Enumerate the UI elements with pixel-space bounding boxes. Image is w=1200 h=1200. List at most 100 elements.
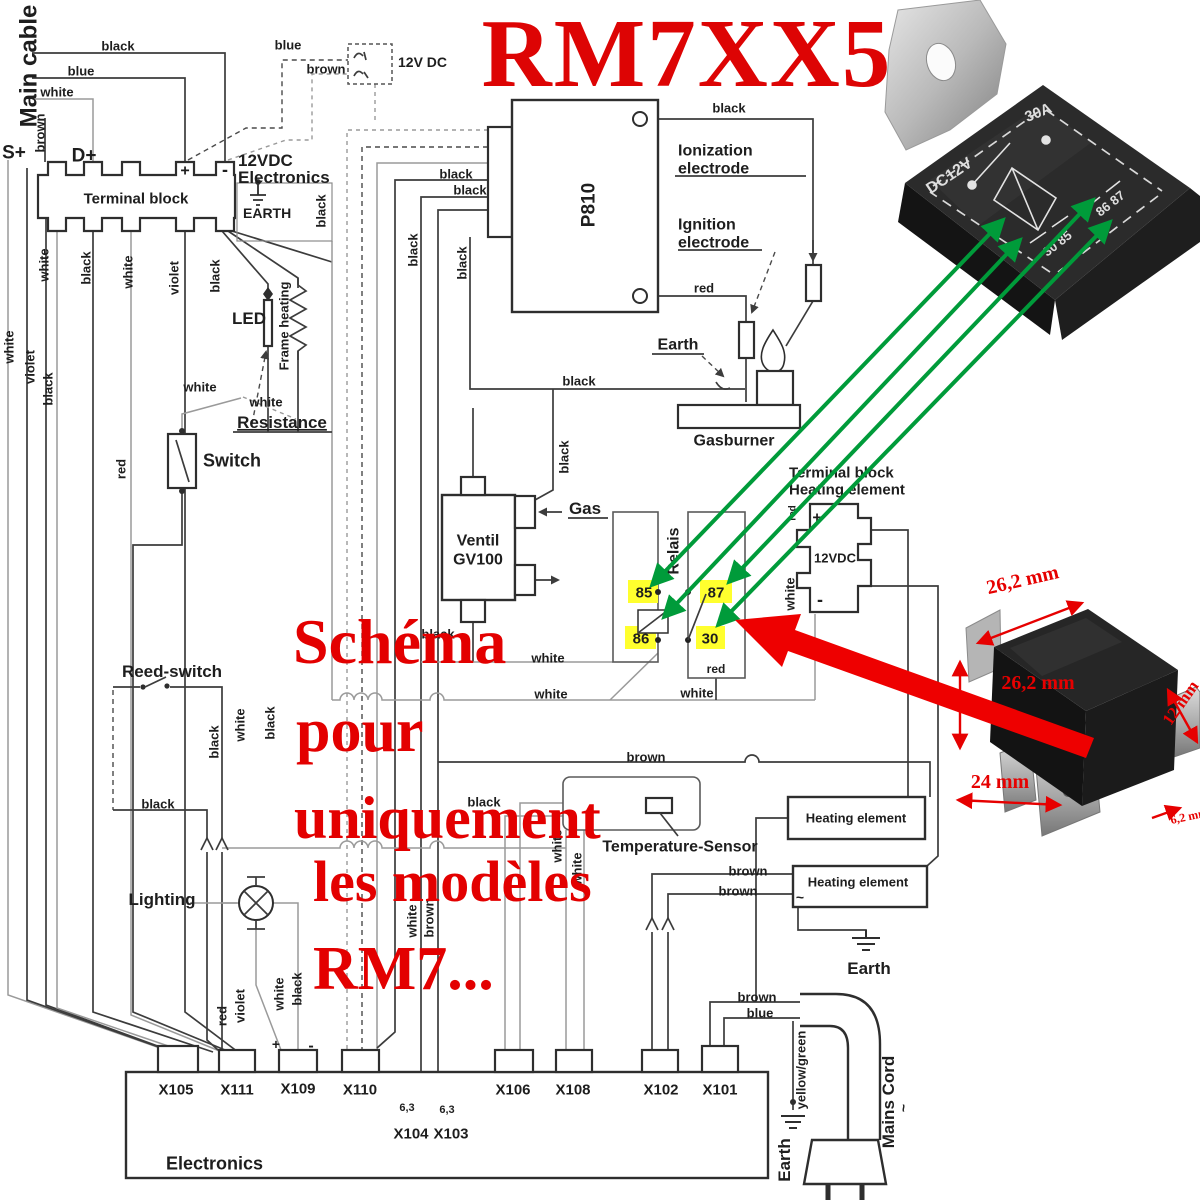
diagram-label-x103: X103 <box>433 1125 468 1142</box>
overlay-note: Schéma pour uniquement les modèles RM7..… <box>293 606 601 1003</box>
dimension-label: 24 mm <box>971 771 1030 793</box>
heating-element-1 <box>786 795 927 841</box>
p810-box <box>510 98 660 314</box>
diagram-label-brown: brown <box>33 113 48 152</box>
connector-x101 <box>700 1044 740 1074</box>
dimension-label: 26,2 mm <box>984 561 1061 599</box>
diagram-label-+: + <box>272 1036 280 1052</box>
diagram-label-white: white <box>530 651 564 666</box>
diagram-label-d+: D+ <box>72 146 97 167</box>
diagram-label-x104: X104 <box>393 1125 429 1142</box>
diagram-label-brown: brown <box>307 62 346 77</box>
diagram-label-black: black <box>208 259 223 293</box>
diagram-label-temperature-sensor: Temperature-Sensor <box>602 839 757 856</box>
diagram-label-electrode: electrode <box>678 235 749 252</box>
diagram-label-s+: S+ <box>2 143 26 164</box>
diagram-label-white: white <box>533 687 567 702</box>
temperature-sensor <box>644 796 674 815</box>
reed-switch-symbol <box>140 676 170 690</box>
connector-x110 <box>340 1048 381 1074</box>
connector-x106 <box>493 1048 535 1074</box>
diagram-label-white: white <box>233 708 248 742</box>
diagram-label-6-3: 6,3 <box>399 1102 414 1114</box>
diagram-label-brown: brown <box>719 884 758 899</box>
diagram-label-white: white <box>182 380 216 395</box>
diagram-label-black: black <box>562 374 596 389</box>
diagram-label-x105: X105 <box>158 1081 193 1098</box>
connector-x109 <box>277 1048 319 1074</box>
diagram-label-switch: Switch <box>203 450 261 470</box>
connector-x102 <box>640 1048 680 1074</box>
earth-symbol <box>781 1115 805 1129</box>
diagram-label--: - <box>222 159 228 179</box>
diagram-label-white: white <box>248 395 282 410</box>
diagram-label-terminal-block: Terminal block <box>84 190 189 207</box>
diagram-label-12vdc: 12VDC <box>238 151 293 170</box>
diagram-label-black: black <box>557 440 572 474</box>
diagram-label-white: white <box>2 330 17 364</box>
diagram-label-white: white <box>783 577 798 611</box>
diagram-label-black: black <box>712 101 746 116</box>
diagram-label-x108: X108 <box>555 1081 590 1098</box>
diagram-label-reed-switch: Reed-switch <box>122 662 222 681</box>
mains-plug <box>802 1138 888 1186</box>
diagram-label-white: white <box>39 85 73 100</box>
diagram-label-x109: X109 <box>280 1080 315 1097</box>
diagram-label-black: black <box>101 39 135 54</box>
lamp-icon <box>238 876 274 930</box>
diagram-label-blue: blue <box>275 38 302 53</box>
diagram-label-ignition: Ignition <box>678 217 736 234</box>
gasburner-box <box>676 403 802 430</box>
diagram-label-6-3: 6,3 <box>439 1104 454 1116</box>
gv100-box <box>440 493 517 602</box>
diagram-label-black: black <box>207 725 222 759</box>
diagram-label-x111: X111 <box>220 1081 253 1098</box>
diagram-label-brown: brown <box>738 990 777 1005</box>
led-icon <box>263 287 273 301</box>
diagram-label-white: white <box>37 248 52 282</box>
diagram-label-85: 85 <box>636 584 653 601</box>
diagram-label--: - <box>817 589 823 609</box>
overlay-line: Schéma <box>293 606 506 677</box>
diagram-label-red: red <box>114 459 129 479</box>
diagram-label-12vdc: 12VDC <box>814 551 857 566</box>
diagram-label-main-cable: Main cable <box>15 5 42 128</box>
diagram-label-red: red <box>215 1006 230 1026</box>
diagram-label-white: white <box>272 977 287 1011</box>
bracket-hole <box>925 42 957 82</box>
frame-heating-resistor <box>288 284 308 360</box>
diagram-label-x101: X101 <box>702 1081 737 1098</box>
diagram-label-violet: violet <box>23 349 38 384</box>
diagram-label-ventil: Ventil <box>457 533 500 550</box>
diagram-label-black: black <box>41 372 56 406</box>
diagram-label-electrode: electrode <box>678 161 749 178</box>
diagram-label-white: white <box>121 255 136 289</box>
overlay-line: RM7... <box>313 935 494 1003</box>
connector-pins-glyph <box>353 51 369 79</box>
diagram-label--: ~ <box>796 889 804 905</box>
diagram-label-heating-element: Heating element <box>806 811 907 826</box>
pin-mapping-arrows <box>649 197 1113 628</box>
dimension-label: 6,2 mm <box>1169 805 1200 827</box>
diagram-label-30: 30 <box>702 630 719 647</box>
overlay-line: uniquement <box>294 785 601 851</box>
connector-x111 <box>217 1048 257 1074</box>
diagram-label-black: black <box>455 246 470 280</box>
earth-symbol <box>250 179 266 206</box>
flame-icon <box>760 328 786 373</box>
diagram-label-12v-dc: 12V DC <box>398 54 447 70</box>
overlay-line: les modèles <box>313 849 592 914</box>
ionization-electrode <box>804 263 823 303</box>
diagram-label-led: LED <box>232 309 266 328</box>
dc-connector-box <box>347 43 393 85</box>
diagram-label-brown: brown <box>729 864 768 879</box>
diagram-label-brown: brown <box>627 750 666 765</box>
diagram-label-gv100: GV100 <box>453 552 503 569</box>
diagram-label-black: black <box>467 795 501 810</box>
diagram-label-blue: blue <box>68 64 95 79</box>
diagram-label-violet: violet <box>233 988 248 1023</box>
diagram-label--: - <box>308 1038 313 1055</box>
earth-symbol <box>852 930 880 951</box>
mains-cord <box>800 992 888 1200</box>
connector-x105 <box>156 1044 200 1074</box>
